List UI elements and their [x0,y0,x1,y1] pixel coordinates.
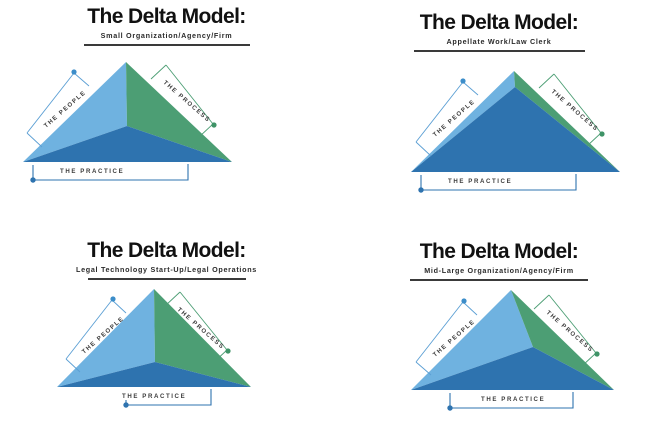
practice-callout-dot [447,405,453,411]
panel-header: The Delta Model: Appellate Work/Law Cler… [333,11,665,52]
process-callout-line [150,64,214,138]
page-title: The Delta Model: [419,11,579,34]
region-people [23,62,127,162]
region-people [411,290,533,390]
process-callout-line [164,291,228,364]
process-callout-dot [225,348,231,354]
region-process [154,289,251,387]
practice-label: THE PRACTICE [448,178,512,185]
panel-subtitle: Legal Technology Start-Up/Legal Operatio… [75,265,258,275]
panel-legal-technology-startup: The Delta Model: Legal Technology Start-… [0,214,333,428]
process-callout-dot [594,351,600,357]
panel-subtitle: Appellate Work/Law Clerk [446,37,552,47]
people-callout-line [26,72,90,148]
practice-callout-dot [123,402,129,408]
page-title: The Delta Model: [419,240,579,263]
panel-header: The Delta Model: Legal Technology Start-… [0,239,333,280]
delta-triangle-diagram: THE PEOPLE THE PROCESS THE PRACTICE [333,214,665,428]
panel-header: The Delta Model: Small Organization/Agen… [0,5,333,46]
practice-label-mask [56,163,142,175]
region-people [57,289,155,387]
region-people [411,71,515,172]
page-title: The Delta Model: [87,5,246,28]
delta-triangle-diagram: THE PEOPLE THE PROCESS THE PRACTICE [0,214,333,428]
panel-appellate-work: The Delta Model: Appellate Work/Law Cler… [333,0,665,214]
practice-label: THE PRACTICE [60,168,124,175]
practice-callout-line [420,174,577,191]
practice-label-mask [444,173,530,185]
page-title: The Delta Model: [87,239,246,262]
process-callout-line [538,73,602,147]
delta-triangle-diagram: THE PEOPLE THE PROCESS THE PRACTICE [0,0,333,214]
title-divider [83,44,250,46]
people-callout-dot [460,78,466,84]
region-process [514,71,620,172]
region-practice [411,87,620,172]
people-callout-dot [71,69,77,75]
region-practice [411,347,614,390]
region-process [511,290,614,390]
practice-callout-line [32,164,189,181]
panel-subtitle: Mid-Large Organization/Agency/Firm [424,266,574,276]
panel-header: The Delta Model: Mid-Large Organization/… [333,240,665,281]
region-process [126,62,232,162]
process-callout-dot [211,122,217,128]
practice-callout-dot [418,187,424,193]
panel-small-organization: The Delta Model: Small Organization/Agen… [0,0,333,214]
practice-callout-dot [30,177,36,183]
practice-label-mask [118,388,204,400]
region-practice [57,362,251,387]
panel-mid-large-organization: The Delta Model: Mid-Large Organization/… [333,214,665,428]
title-divider [410,279,588,281]
practice-label-mask [477,391,563,403]
process-callout-dot [599,131,605,137]
panel-subtitle: Small Organization/Agency/Firm [100,31,233,41]
people-callout-dot [110,296,116,302]
practice-label: THE PRACTICE [481,396,545,403]
practice-callout-line [449,392,574,409]
process-callout-line [533,294,597,367]
practice-label: THE PRACTICE [122,393,186,400]
people-callout-dot [461,298,467,304]
people-callout-line [415,81,479,157]
region-practice [23,126,232,162]
delta-triangle-diagram: THE PEOPLE THE PROCESS THE PRACTICE [333,0,665,214]
people-callout-line [415,301,478,376]
people-callout-line [65,299,127,373]
title-divider [413,50,585,52]
title-divider [87,278,246,280]
